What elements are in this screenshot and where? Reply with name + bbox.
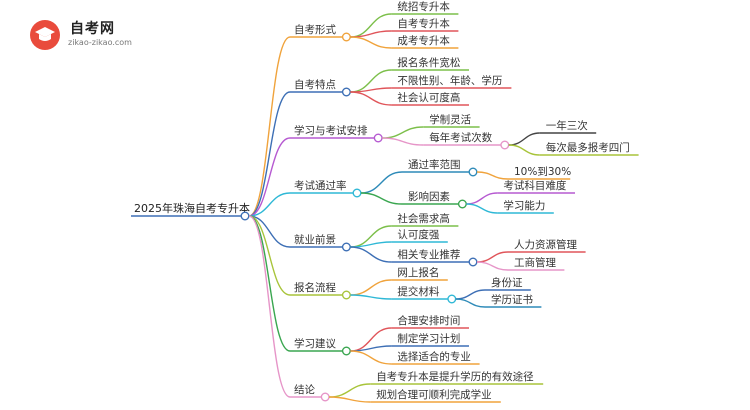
sub-leaf-connector [466, 203, 498, 214]
leaf-topic: 成考专升本 [397, 34, 450, 47]
leaf-topic: 统招专升本 [397, 0, 450, 13]
branch-connector [248, 215, 291, 296]
sub-leaf-connector [466, 192, 498, 205]
branch-collapse-toggle[interactable] [373, 133, 383, 143]
leaf-topic: 自考专升本 [397, 17, 450, 30]
leaf-topic: 报名条件宽松 [397, 56, 460, 69]
logo-name: 自考网 [70, 21, 115, 37]
leaf-topic: 认可度强 [397, 228, 439, 241]
branch-collapse-toggle[interactable] [341, 290, 351, 300]
logo-domain: zikao-zikao.com [68, 38, 132, 47]
root-topic: 2025年珠海自考专升本 [134, 201, 250, 215]
branch-topic: 自考形式 [294, 23, 336, 36]
leaf-connector [350, 246, 392, 263]
sub-collapse-toggle[interactable] [468, 167, 478, 177]
branch-topic: 结论 [294, 383, 315, 396]
leaf-connector [350, 279, 392, 296]
leaf-topic: 规划合理可顺利完成学业 [376, 388, 492, 401]
leaf-connector [350, 87, 392, 93]
sub-leaf-connector [455, 289, 486, 300]
leaf-connector [382, 126, 424, 139]
branch-collapse-toggle[interactable] [352, 188, 362, 198]
site-logo[interactable]: 自考网 zikao-zikao.com [30, 16, 150, 52]
leaf-connector [360, 171, 403, 194]
branch-topic: 报名流程 [294, 281, 336, 294]
leaf-topic: 影响因素 [408, 190, 450, 203]
branch-connector [248, 215, 291, 248]
branch-collapse-toggle[interactable] [341, 32, 351, 42]
sub-leaf-topic: 学历证书 [491, 293, 533, 306]
branch-collapse-toggle[interactable] [341, 242, 351, 252]
leaf-topic: 相关专业推荐 [397, 248, 460, 261]
sub-leaf-connector [508, 144, 540, 156]
sub-leaf-connector [476, 251, 509, 263]
sub-leaf-topic: 工商管理 [514, 256, 556, 269]
leaf-connector [350, 91, 392, 106]
leaf-connector [350, 345, 392, 352]
sub-leaf-topic: 学习能力 [503, 199, 545, 212]
leaf-topic: 选择适合的专业 [397, 350, 471, 363]
graduation-cap-icon [30, 20, 60, 50]
leaf-topic: 提交材料 [397, 285, 439, 298]
leaf-connector [382, 137, 424, 146]
leaf-connector [350, 294, 392, 300]
branch-connector [248, 215, 291, 398]
sub-leaf-connector [476, 171, 509, 180]
sub-leaf-topic: 考试科目难度 [503, 179, 566, 192]
sub-leaf-connector [455, 298, 486, 308]
branch-collapse-toggle[interactable] [320, 392, 330, 402]
branch-topic: 就业前景 [294, 233, 336, 246]
leaf-topic: 制定学习计划 [397, 332, 460, 345]
branch-connector [248, 36, 291, 217]
sub-leaf-topic: 10%到30% [514, 166, 571, 178]
branch-topic: 学习与考试安排 [294, 124, 368, 137]
sub-leaf-connector [508, 132, 540, 146]
sub-collapse-toggle[interactable] [500, 140, 510, 150]
leaf-topic: 自考专升本是提升学历的有效途径 [376, 370, 534, 383]
leaf-connector [350, 241, 392, 248]
sub-leaf-topic: 每次最多报考四门 [546, 141, 630, 154]
branch-connector [248, 215, 291, 352]
leaf-topic: 社会需求高 [397, 212, 450, 225]
leaf-connector [350, 327, 392, 352]
branch-topic: 学习建议 [294, 337, 336, 350]
sub-collapse-toggle[interactable] [468, 257, 478, 267]
branch-topic: 考试通过率 [294, 179, 347, 192]
branch-collapse-toggle[interactable] [341, 87, 351, 97]
leaf-topic: 学制灵活 [429, 113, 471, 126]
leaf-connector [329, 396, 371, 403]
branch-collapse-toggle[interactable] [341, 346, 351, 356]
sub-collapse-toggle[interactable] [457, 199, 467, 209]
sub-collapse-toggle[interactable] [447, 294, 457, 304]
branch-connector [248, 137, 291, 217]
branch-connector [248, 91, 291, 217]
root-collapse-toggle[interactable] [240, 211, 250, 221]
leaf-connector [329, 383, 371, 398]
sub-leaf-topic: 人力资源管理 [514, 238, 577, 251]
leaf-topic: 不限性别、年龄、学历 [397, 74, 502, 87]
leaf-topic: 合理安排时间 [397, 314, 460, 327]
sub-leaf-topic: 身份证 [491, 276, 523, 289]
sub-leaf-connector [476, 261, 509, 271]
branch-topic: 自考特点 [294, 78, 336, 91]
leaf-topic: 每年考试次数 [429, 131, 492, 144]
leaf-topic: 通过率范围 [408, 158, 461, 171]
leaf-connector [350, 36, 392, 49]
leaf-topic: 网上报名 [397, 266, 439, 279]
branch-connector [248, 192, 291, 217]
leaf-connector [350, 30, 392, 38]
leaf-connector [350, 350, 392, 365]
leaf-connector [360, 192, 403, 205]
sub-leaf-topic: 一年三次 [546, 119, 588, 132]
leaf-topic: 社会认可度高 [397, 91, 460, 104]
